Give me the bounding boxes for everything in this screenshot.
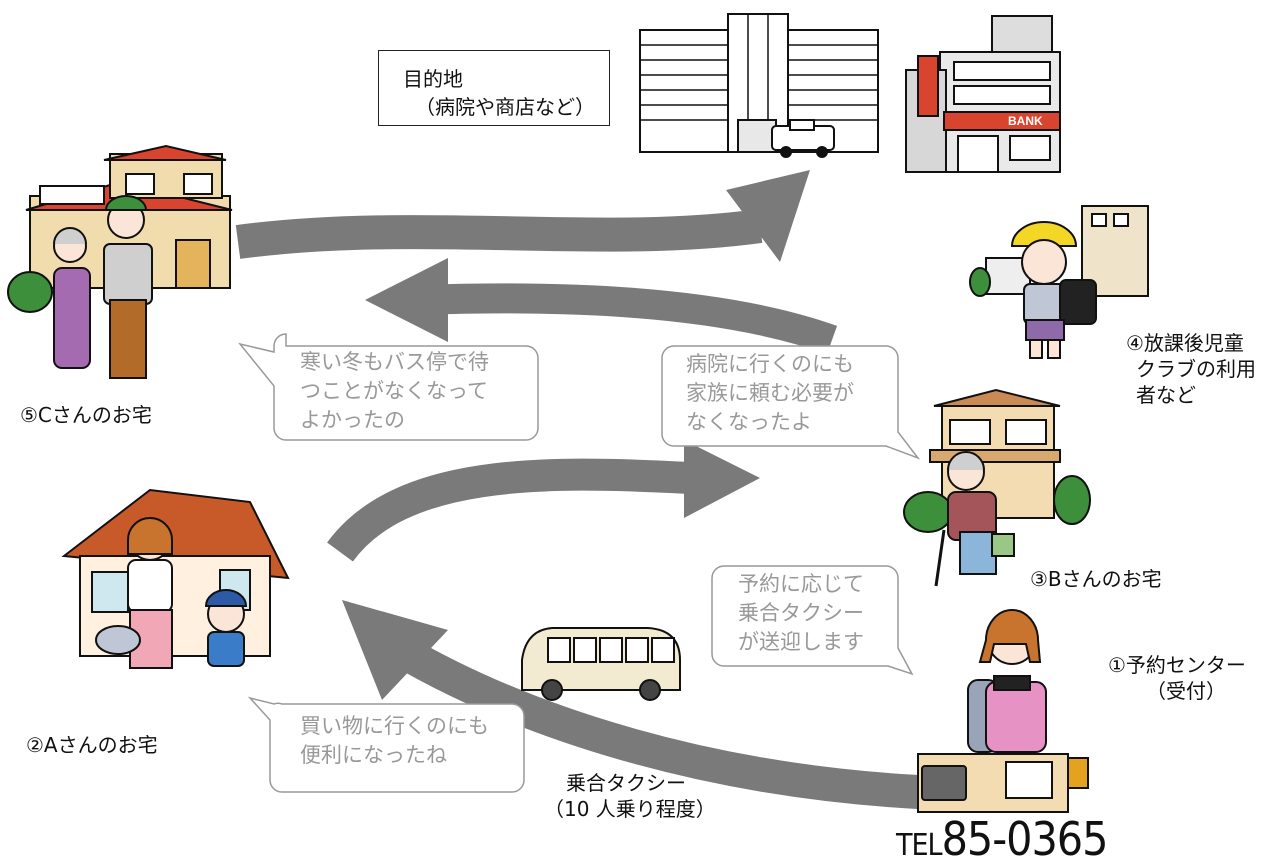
taxi-label-1: 乗合タクシー [566,771,686,795]
b-home-elderly-woman [934,451,1015,587]
bank-building [905,15,1061,173]
c-voice-text: 寒い冬もバス停で待 つことがなくなって よかったの [300,350,489,432]
b-voice-text: 病院に行くのにも 家族に頼む必要が なくなったよ [686,352,854,434]
arrow-center-to-a [342,600,919,809]
tel-number: 85-0365 [941,812,1109,866]
c-home-label: ⑤Cさんのお宅 [20,403,152,427]
shared-taxi-minibus [521,627,681,701]
after-school-label-3: 者など [1136,383,1196,407]
hospital-building [639,13,879,158]
a-voice-text: 買い物に行くのにも 便利になったね [300,714,489,767]
destination-label-box: 目的地 （病院や商店など） [378,50,610,126]
destination-subtitle: （病院や商店など） [415,95,595,119]
after-school-scene [969,205,1149,359]
speech-bubble-c [238,333,539,441]
a-home-label: ②Aさんのお宅 [26,733,158,757]
arrow-c-to-destination [235,170,810,262]
after-school-label-1: ④放課後児童 [1126,331,1244,355]
tel-prefix: TEL [896,828,943,863]
after-school-label-2: クラブの利用 [1136,357,1256,381]
arrow-a-to-b [327,440,760,562]
a-home-house [61,488,290,657]
c-home-elderly-couple [53,195,153,379]
speech-bubble-center [711,565,914,676]
destination-title: 目的地 [403,67,463,91]
reservation-phone: TEL85-0365 [896,812,1109,866]
center-voice-text: 予約に応じて 乗合タクシー が送迎します [738,572,864,654]
arrow-b-to-c [365,258,838,355]
b-home-label: ③Bさんのお宅 [1030,567,1162,591]
center-label-1: ①予約センター [1108,653,1246,677]
reservation-operator [917,609,1089,813]
speech-bubble-a [247,696,525,793]
a-home-mother-child [95,517,248,669]
taxi-label-2: （10 人乗り程度） [544,797,716,821]
speech-bubble-b [661,345,921,460]
bank-sign: BANK [1008,114,1043,128]
center-label-2: （受付） [1146,679,1226,703]
